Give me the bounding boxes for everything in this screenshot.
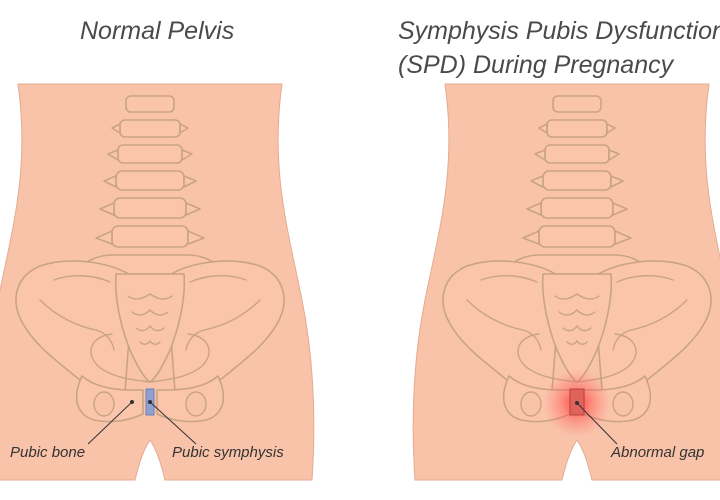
abnormal-gap-leader (576, 402, 618, 445)
pubic-bone-label: Pubic bone (10, 444, 86, 461)
normal-pelvis-title: Normal Pelvis (80, 17, 235, 45)
spd-pelvis-figure (412, 83, 720, 481)
normal-pelvis-figure (0, 83, 315, 481)
abnormal-gap-label: Abnormal gap (611, 444, 705, 461)
pubic-symphysis-leader (149, 401, 197, 445)
spd-title-line2: (SPD) During Pregnancy (398, 51, 674, 79)
spd-title-line1: Symphysis Pubis Dysfunction (398, 17, 720, 45)
pubic-bone-leader (87, 401, 133, 445)
pubic-symphysis-label: Pubic symphysis (172, 444, 284, 461)
